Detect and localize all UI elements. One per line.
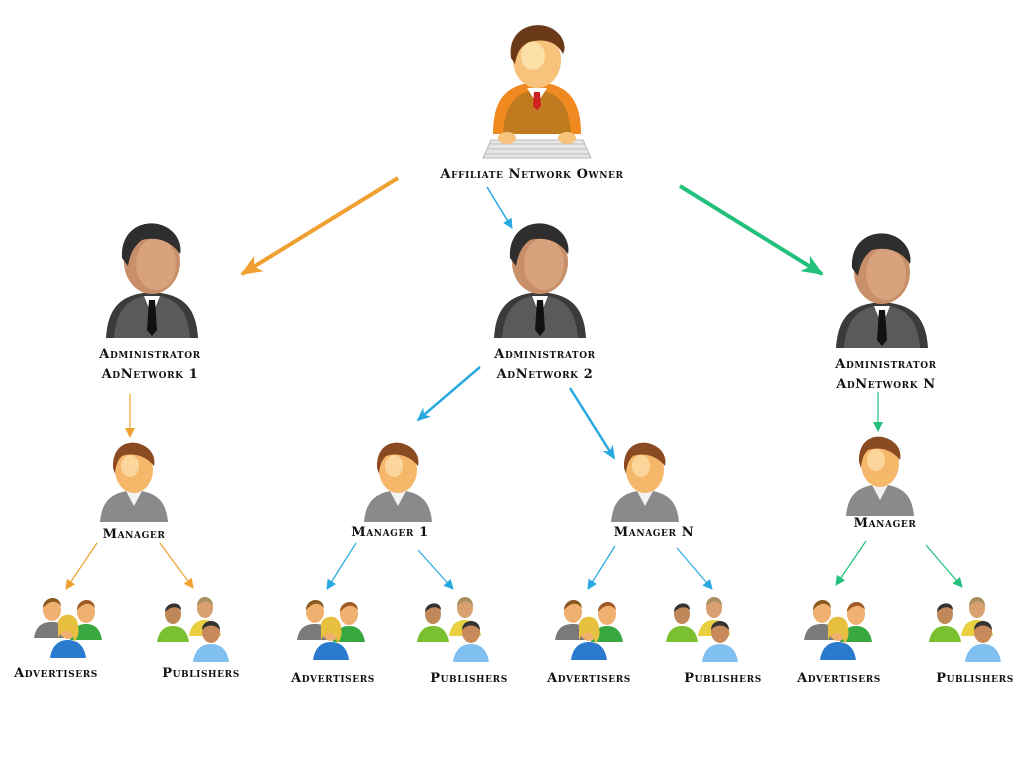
publishers-label: Publishers <box>684 671 762 686</box>
admin-1-network: AdNetwork 1 <box>101 367 199 382</box>
manager-label: Manager <box>102 527 166 542</box>
advertisers-label: Advertisers <box>797 671 881 686</box>
arrow-admin-2-to-manager-1 <box>416 366 481 422</box>
arrow-manager-n-to-publishers <box>676 547 713 590</box>
manager-label: Manager <box>853 516 917 531</box>
user-icon <box>611 442 679 522</box>
admin-n-network: AdNetwork N <box>836 377 936 392</box>
keyboard-user-icon <box>482 25 592 159</box>
arrow-manager-1-to-publishers <box>417 549 454 590</box>
arrow-owner-to-admin-2 <box>486 186 513 229</box>
publishers-label: Publishers <box>430 671 508 686</box>
admin-1-label: Administrator AdNetwork 1 <box>99 345 200 385</box>
admin-1-role: Administrator <box>99 347 201 362</box>
admin-2-label: Administrator AdNetwork 2 <box>494 345 595 385</box>
arrow-manager-a-to-advertisers <box>65 542 98 590</box>
user-group-icon <box>157 597 229 662</box>
arrow-owner-to-admin-1 <box>240 176 400 276</box>
user-group-icon <box>555 599 623 660</box>
arrow-manager-b-to-publishers <box>925 544 963 588</box>
manager-n-label: Manager N <box>613 525 695 540</box>
admin-2-role: Administrator <box>494 347 596 362</box>
admin-2-network: AdNetwork 2 <box>496 367 594 382</box>
advertisers-label: Advertisers <box>14 666 98 681</box>
business-person-icon <box>494 223 586 338</box>
user-group-icon <box>804 599 872 660</box>
arrow-manager-a-to-publishers <box>159 542 194 589</box>
business-person-icon <box>106 223 198 338</box>
arrow-admin-2-to-manager-n <box>568 387 616 460</box>
arrow-owner-to-admin-n <box>678 184 824 276</box>
user-group-icon <box>666 597 738 662</box>
admin-n-role: Administrator <box>835 357 937 372</box>
user-group-icon <box>929 597 1001 662</box>
user-group-icon <box>34 597 102 658</box>
owner-label: Affiliate Network Owner <box>440 167 624 182</box>
business-person-icon <box>836 233 928 348</box>
manager-1-label: Manager 1 <box>351 525 429 540</box>
user-icon <box>364 442 432 522</box>
advertisers-label: Advertisers <box>291 671 375 686</box>
user-group-icon <box>297 599 365 660</box>
publishers-label: Publishers <box>162 666 240 681</box>
admin-n-label: Administrator AdNetwork N <box>835 355 936 395</box>
arrow-manager-1-to-advertisers <box>326 542 357 590</box>
user-group-icon <box>417 597 489 662</box>
user-icon <box>846 436 914 516</box>
publishers-label: Publishers <box>936 671 1014 686</box>
arrow-manager-b-to-advertisers <box>835 540 867 586</box>
user-icon <box>100 442 168 522</box>
arrow-manager-n-to-advertisers <box>587 545 616 590</box>
advertisers-label: Advertisers <box>547 671 631 686</box>
